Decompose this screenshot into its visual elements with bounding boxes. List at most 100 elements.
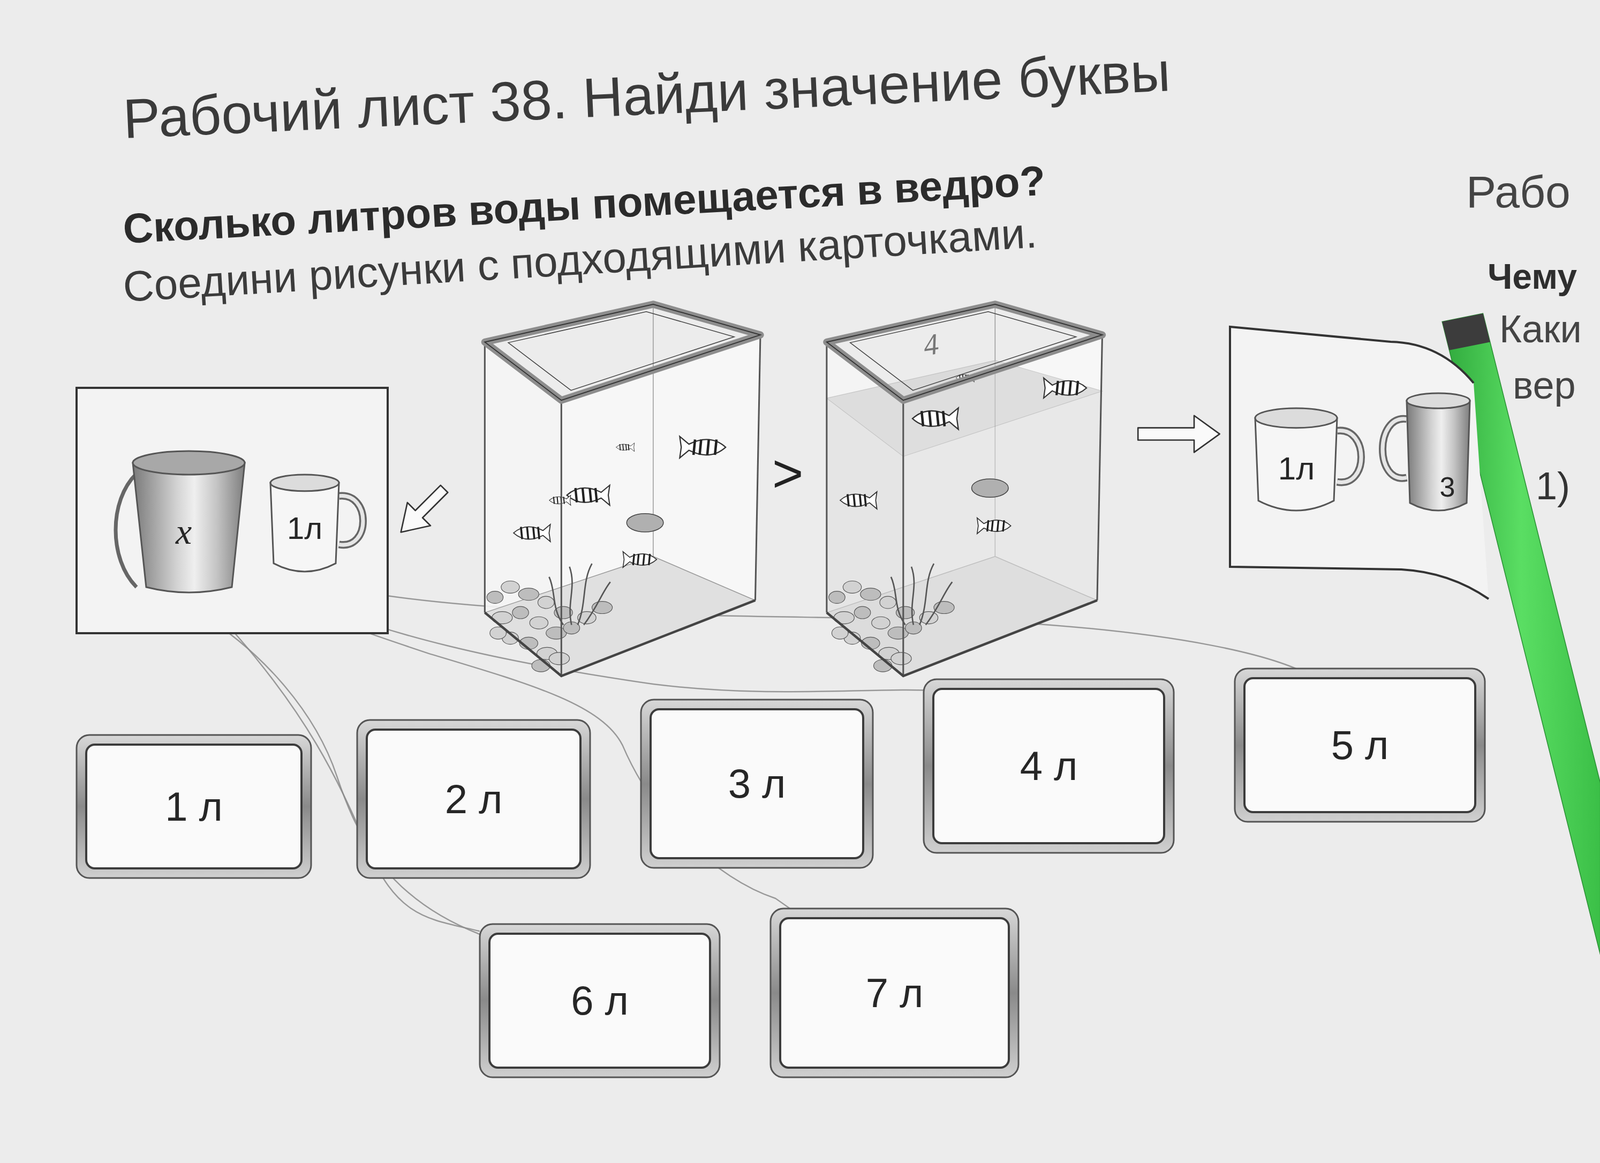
- illustration-part: [484, 342, 486, 613]
- answer-card: 1 л: [76, 734, 312, 878]
- picture-box-shape: [76, 387, 388, 633]
- hollow-arrow: [1137, 415, 1220, 453]
- next-page-text: Чему: [1487, 257, 1577, 297]
- fish: [912, 407, 959, 429]
- illustration-part: [912, 407, 959, 429]
- shape-part: [650, 708, 864, 858]
- illustration-part: [625, 443, 627, 450]
- box-text: 6 л: [570, 977, 629, 1023]
- shape-part: [86, 744, 302, 869]
- illustration-part: [549, 495, 571, 506]
- illustration-part: [977, 517, 1011, 534]
- picture-box-shape: [1229, 326, 1489, 567]
- illustration-part: [484, 556, 756, 676]
- illustration-part: [714, 439, 717, 456]
- shape-part: [780, 917, 1009, 1068]
- shape-part: [923, 678, 1174, 853]
- next-page-text: 1): [1535, 464, 1571, 508]
- shape-part: [640, 699, 873, 868]
- page-title: Рабочий лист 38. Найди значение буквы: [121, 40, 1172, 150]
- illustration-part: [929, 410, 931, 427]
- illustration-part: [902, 400, 904, 676]
- illustration-part: [879, 595, 896, 609]
- shape-part: [1382, 418, 1407, 479]
- illustration-part: [615, 442, 635, 452]
- shape-part: [1337, 430, 1362, 483]
- shape-part: [338, 495, 364, 545]
- shape-part: [1406, 393, 1470, 409]
- illustration-part: [484, 600, 756, 676]
- illustration-part: [997, 519, 999, 532]
- picture-box: 1л3: [1229, 326, 1489, 567]
- illustration-part: [937, 410, 939, 427]
- shape-part: [357, 719, 591, 878]
- illustration-part: [942, 410, 945, 427]
- answer-card: 4 л: [923, 678, 1174, 853]
- box-text: 5 л: [1331, 722, 1390, 768]
- illustration-part: [521, 526, 523, 539]
- illustration-part: [513, 524, 551, 542]
- answer-card: 2 л: [357, 719, 591, 878]
- fish: [567, 485, 610, 505]
- illustration-part: [707, 439, 709, 456]
- illustration-part: [575, 487, 578, 503]
- illustration-part: [537, 595, 554, 609]
- picture-box: x1л: [76, 387, 388, 633]
- fish: [1043, 378, 1087, 398]
- illustration-part: [595, 487, 598, 503]
- shape-part: [1255, 408, 1338, 428]
- shape-part: [479, 923, 720, 1077]
- illustration-part: [842, 580, 862, 594]
- illustration-part: [828, 591, 845, 604]
- illustration-part: [526, 526, 528, 539]
- shape-part: [270, 482, 339, 572]
- shape-part: [338, 495, 364, 545]
- next-page-text: Каки: [1499, 307, 1582, 351]
- fish: [513, 524, 551, 542]
- illustration-part: [548, 652, 570, 665]
- illustration-part: [1097, 334, 1103, 601]
- illustration-part: [583, 581, 611, 625]
- answer-card: 5 л: [1234, 668, 1485, 822]
- box-text: 7 л: [865, 970, 924, 1016]
- illustration-part: [991, 519, 993, 532]
- handwritten-note: 4: [921, 327, 941, 362]
- illustration-part: [925, 581, 953, 625]
- illustration-part: [987, 519, 989, 532]
- illustration-part: [484, 304, 761, 400]
- illustration-part: [529, 616, 548, 629]
- illustration-part: [626, 513, 664, 532]
- illustration-part: [619, 443, 621, 450]
- aquarium: [826, 304, 1103, 676]
- next-page-text: Рабо: [1466, 167, 1571, 217]
- shape-part: [1234, 668, 1485, 822]
- box-text: 4 л: [1020, 743, 1078, 789]
- illustration-part: [971, 478, 1009, 497]
- fish: [679, 436, 726, 458]
- illustration-part: [850, 311, 1077, 391]
- illustration-part: [1076, 380, 1078, 396]
- illustration-part: [622, 551, 657, 568]
- box-text: 1л: [1278, 450, 1315, 487]
- shape-part: [933, 688, 1165, 843]
- illustration-part: [622, 443, 624, 450]
- illustration-part: [871, 616, 890, 629]
- illustration-part: [648, 553, 651, 565]
- answer-card: 6 л: [479, 923, 720, 1077]
- pencil-scribbles: [199, 581, 1317, 945]
- shape-part: [76, 734, 312, 878]
- illustration-part: [567, 485, 610, 505]
- illustration-part: [637, 553, 639, 565]
- illustration-part: [847, 494, 849, 507]
- fish: [615, 442, 635, 452]
- shape-part: [1255, 417, 1338, 511]
- illustration-part: [853, 494, 855, 507]
- illustration-part: [643, 553, 645, 565]
- box-text: 1 л: [164, 783, 223, 829]
- illustration-part: [518, 587, 539, 601]
- illustration-part: [553, 496, 555, 504]
- illustration-part: [1062, 380, 1064, 396]
- illustration-part: [484, 556, 653, 613]
- illustration-part: [854, 606, 871, 619]
- shape-part: [115, 473, 137, 587]
